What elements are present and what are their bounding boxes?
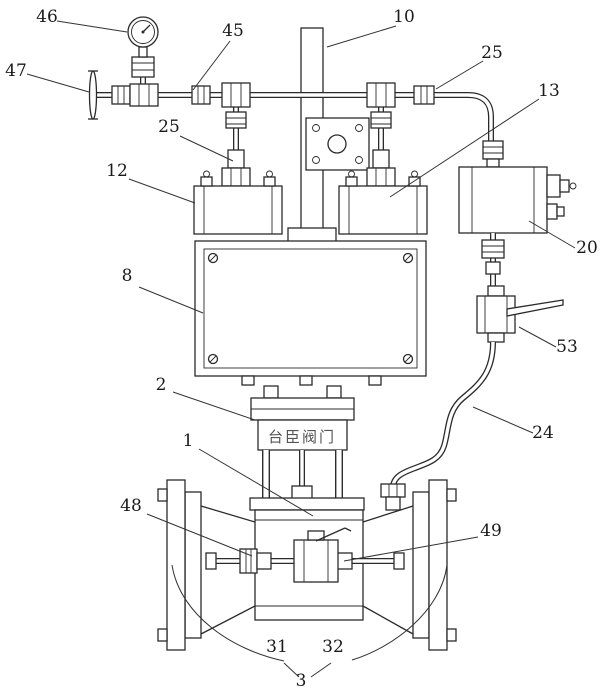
bottom-drain-valve	[293, 527, 352, 583]
label-10: 10	[393, 7, 415, 27]
label-31: 31	[266, 637, 288, 657]
label-32: 32	[322, 637, 344, 657]
label-2: 2	[156, 375, 167, 395]
right-flange	[412, 479, 457, 651]
label-49: 49	[480, 521, 502, 541]
label-20: 20	[576, 238, 598, 258]
valve-lever-handle	[506, 299, 564, 317]
lever-valve	[476, 285, 564, 343]
reference-labels: 46 47 45 10 25 13 25 12 20 8 53 2 24 1 4…	[5, 7, 598, 691]
label-46: 46	[36, 7, 58, 27]
label-53: 53	[556, 337, 578, 357]
left-actuator-block	[193, 167, 283, 235]
label-24: 24	[532, 423, 554, 443]
label-25-top: 25	[481, 43, 503, 63]
label-25-left: 25	[158, 117, 180, 137]
label-45: 45	[222, 21, 244, 41]
label-47: 47	[5, 61, 27, 81]
yoke-bracket: 台臣阀门	[250, 385, 355, 500]
leader-lines	[26, 20, 576, 562]
handwheel-valve	[88, 70, 131, 120]
feedback-pipe	[380, 341, 496, 511]
label-8: 8	[122, 266, 133, 286]
label-48: 48	[120, 496, 142, 516]
label-3: 3	[296, 671, 307, 691]
label-13: 13	[538, 81, 560, 101]
watermark-text: 台臣阀门	[268, 428, 336, 446]
top-pipe-assembly	[98, 57, 494, 170]
pilot-block	[458, 140, 577, 234]
bottom-brace-curves	[171, 564, 448, 678]
label-1: 1	[183, 431, 194, 451]
right-actuator-block	[338, 167, 428, 235]
column-flange-plate	[305, 117, 370, 171]
pressure-gauge	[127, 16, 159, 78]
left-flange	[157, 479, 202, 651]
label-12: 12	[106, 161, 128, 181]
main-housing-box	[194, 240, 427, 386]
